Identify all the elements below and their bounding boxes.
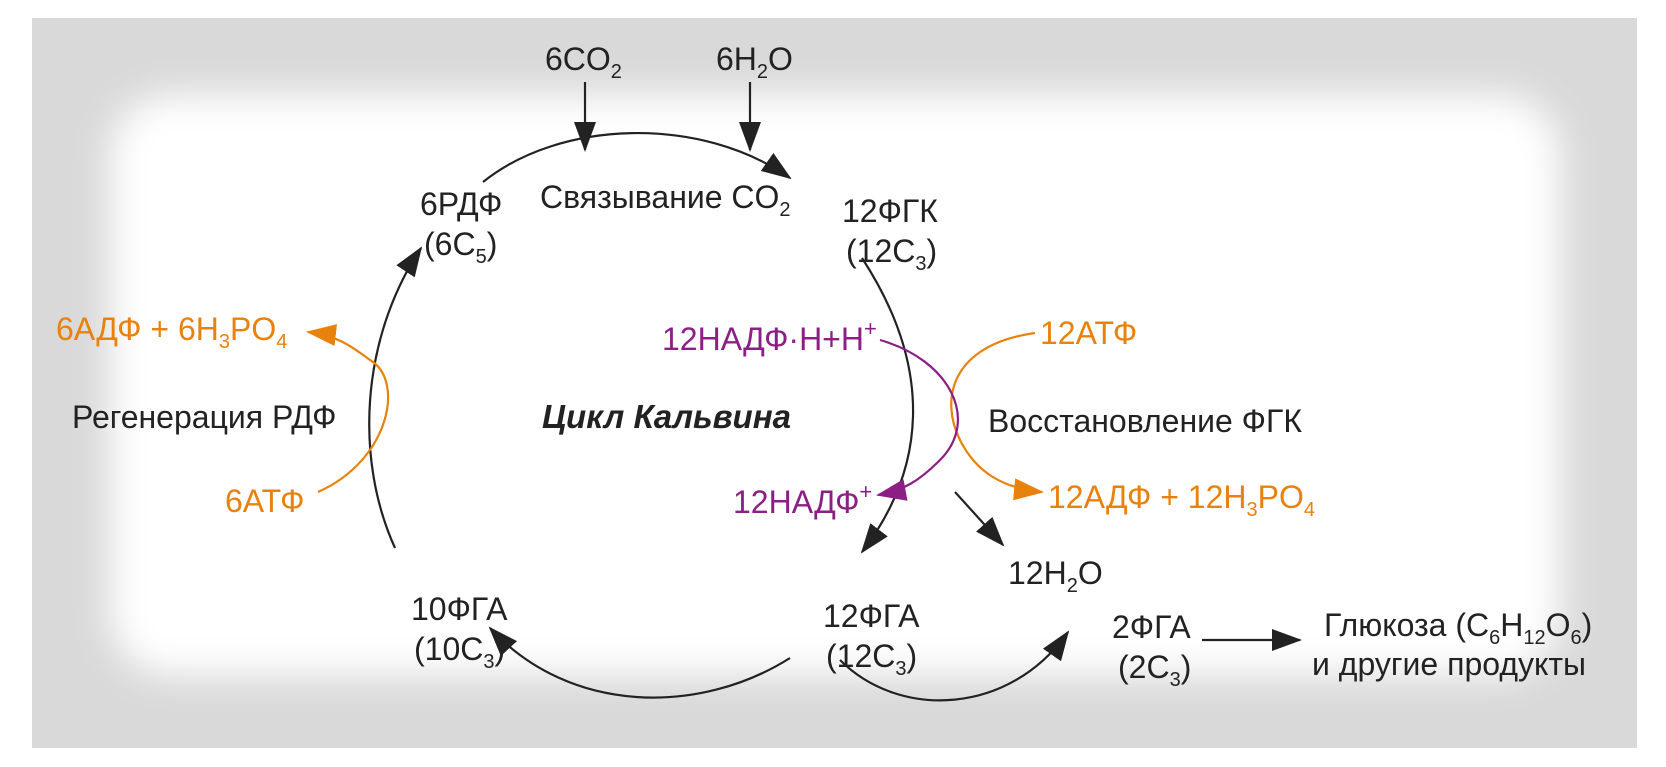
compound-fgk-name: 12ФГК <box>842 193 938 229</box>
compound-rdf-name: 6РДФ <box>420 186 502 222</box>
input-h2o: 6H2O <box>716 41 793 83</box>
cofactor-nadph: 12НАДФ·H+H+ <box>662 316 877 357</box>
compound-fga12-formula: (12C3) <box>826 638 917 680</box>
stage-binding-label: Связывание CO2 <box>540 179 791 221</box>
water-out: 12H2O <box>1008 555 1103 597</box>
arc-nadph-to-nadp <box>876 338 959 501</box>
stage-regeneration-label: Регенерация РДФ <box>72 399 336 435</box>
arc-fga12-to-fga2 <box>839 630 1070 702</box>
background-glow <box>110 95 1560 675</box>
cofactor-adp12: 12АДФ + 12H3PO4 <box>1048 479 1315 521</box>
center-title: Цикл Кальвина <box>542 398 791 435</box>
arc-fga12-to-fga10 <box>488 626 791 699</box>
product-other: и другие продукты <box>1312 646 1586 682</box>
stage-reduction-label: Восстановление ФГК <box>988 403 1302 439</box>
compound-fga10-name: 10ФГА <box>411 591 508 627</box>
cofactor-atp12: 12АТФ <box>1040 315 1137 351</box>
compound-rdf-formula: (6C5) <box>424 226 497 268</box>
arc-atp12-to-adp12 <box>950 331 1044 501</box>
cofactor-adp6: 6АДФ + 6H3PO4 <box>56 311 287 353</box>
compound-fga10-formula: (10C3) <box>414 631 505 673</box>
product-glucose: Глюкоза (C6H12O6) <box>1324 607 1592 649</box>
arrow-water-out <box>954 491 1005 547</box>
cofactor-atp6: 6АТФ <box>225 483 304 519</box>
compound-fga2-name: 2ФГА <box>1112 609 1191 645</box>
compound-fga2-formula: (2C3) <box>1118 649 1191 691</box>
arc-fga10-to-rdf <box>368 246 423 549</box>
cofactor-nadp: 12НАДФ+ <box>733 479 872 520</box>
arc-atp6-to-adp6 <box>306 324 390 494</box>
compound-fga12-name: 12ФГА <box>823 598 920 634</box>
arc-fgk-to-fga12 <box>860 257 915 554</box>
input-co2: 6CO2 <box>545 41 622 83</box>
compound-fgk-formula: (12C3) <box>846 233 937 275</box>
arc-rdf-to-fgk <box>482 131 792 183</box>
